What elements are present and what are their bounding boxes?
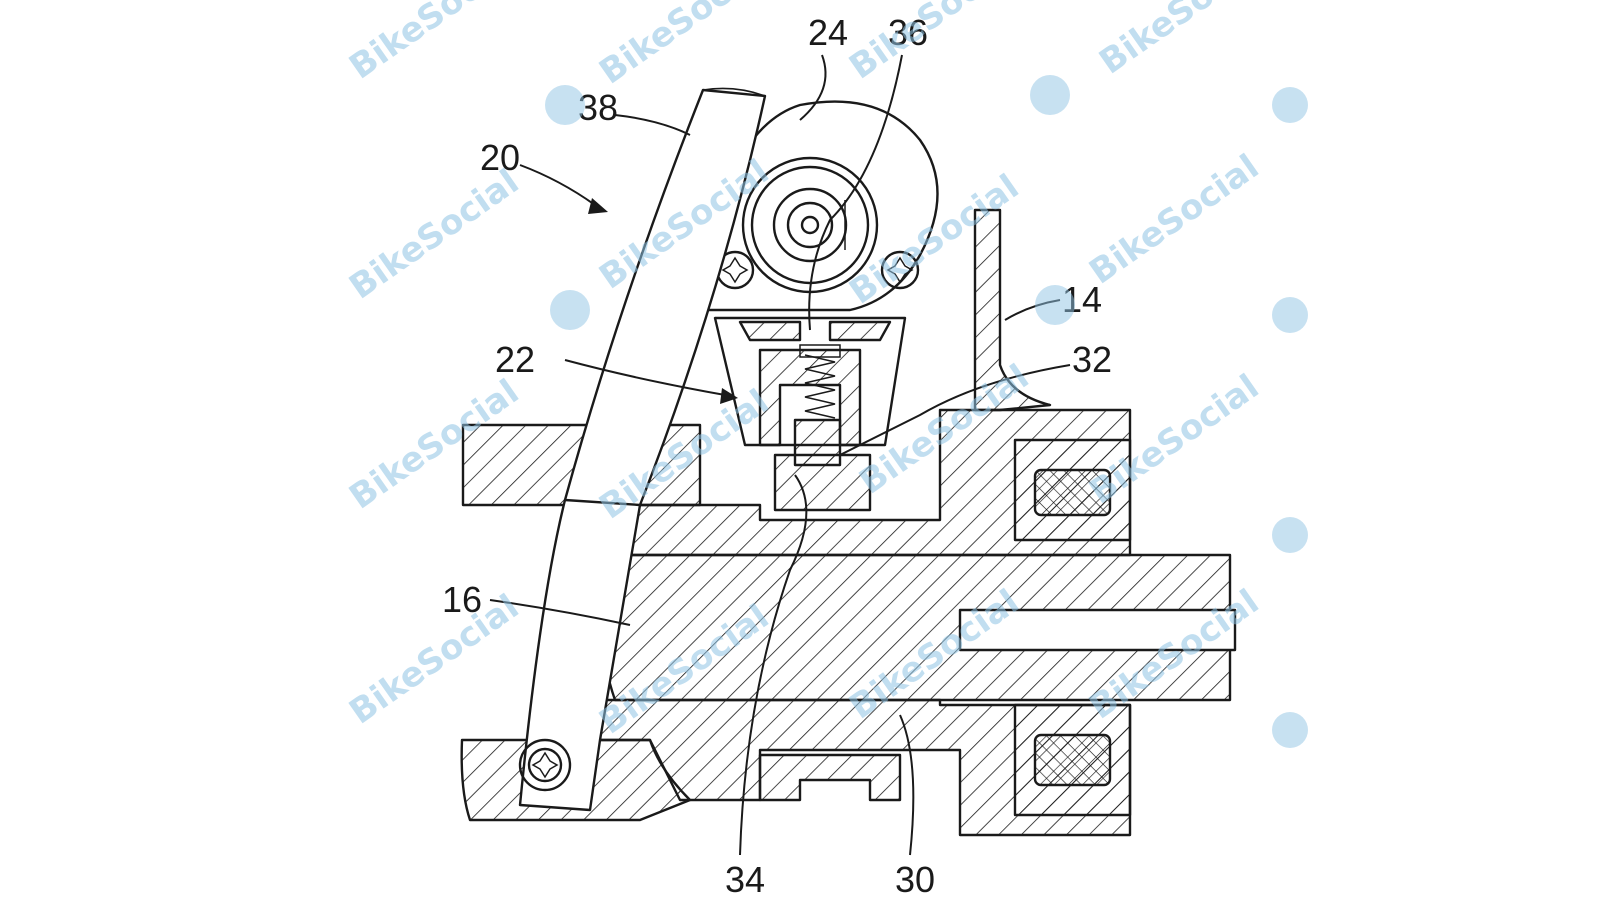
callout-34: 34 (725, 859, 765, 900)
watermark-text: BikeSocial (342, 587, 526, 733)
hub-body (598, 408, 1132, 837)
arrowhead-22-icon (720, 388, 738, 404)
bearing-upper (1013, 438, 1132, 542)
watermark-text: BikeSocial (592, 0, 776, 92)
watermark-logo-icon (1030, 75, 1070, 115)
watermark-text: BikeSocial (342, 0, 526, 87)
spring (799, 344, 841, 419)
watermark-text: BikeSocial (1082, 147, 1266, 293)
callout-32: 32 (1072, 339, 1112, 380)
arrowhead-20-icon (588, 198, 608, 214)
watermark-text: BikeSocial (1092, 0, 1276, 82)
bearing-lower (1013, 703, 1132, 817)
support-wall (973, 208, 1052, 412)
cam-plate (698, 100, 939, 312)
watermark-text: BikeSocial (842, 0, 1026, 87)
callout-30: 30 (895, 859, 935, 900)
watermark-logo-icon (545, 85, 585, 125)
watermark-logo-icon (1272, 297, 1308, 333)
callout-16: 16 (442, 579, 482, 620)
torx-screw-bottom-icon (518, 738, 572, 792)
torx-screw-right-icon (880, 250, 920, 290)
lever-arm (518, 87, 767, 812)
callout-36: 36 (888, 12, 928, 53)
callout-22: 22 (495, 339, 535, 380)
callout-24: 24 (808, 12, 848, 53)
watermark-logo-icon (1272, 712, 1308, 748)
callout-20: 20 (480, 137, 520, 178)
leader-lines (489, 54, 1071, 856)
watermark-logo-icon (1272, 517, 1308, 553)
shaft (601, 553, 1237, 702)
watermark-logo-icon (550, 290, 590, 330)
watermark-text: BikeSocial (342, 162, 526, 308)
lower-block (758, 753, 902, 802)
watermark-logo-icon (1035, 285, 1075, 325)
watermark-logo-icon (1272, 87, 1308, 123)
